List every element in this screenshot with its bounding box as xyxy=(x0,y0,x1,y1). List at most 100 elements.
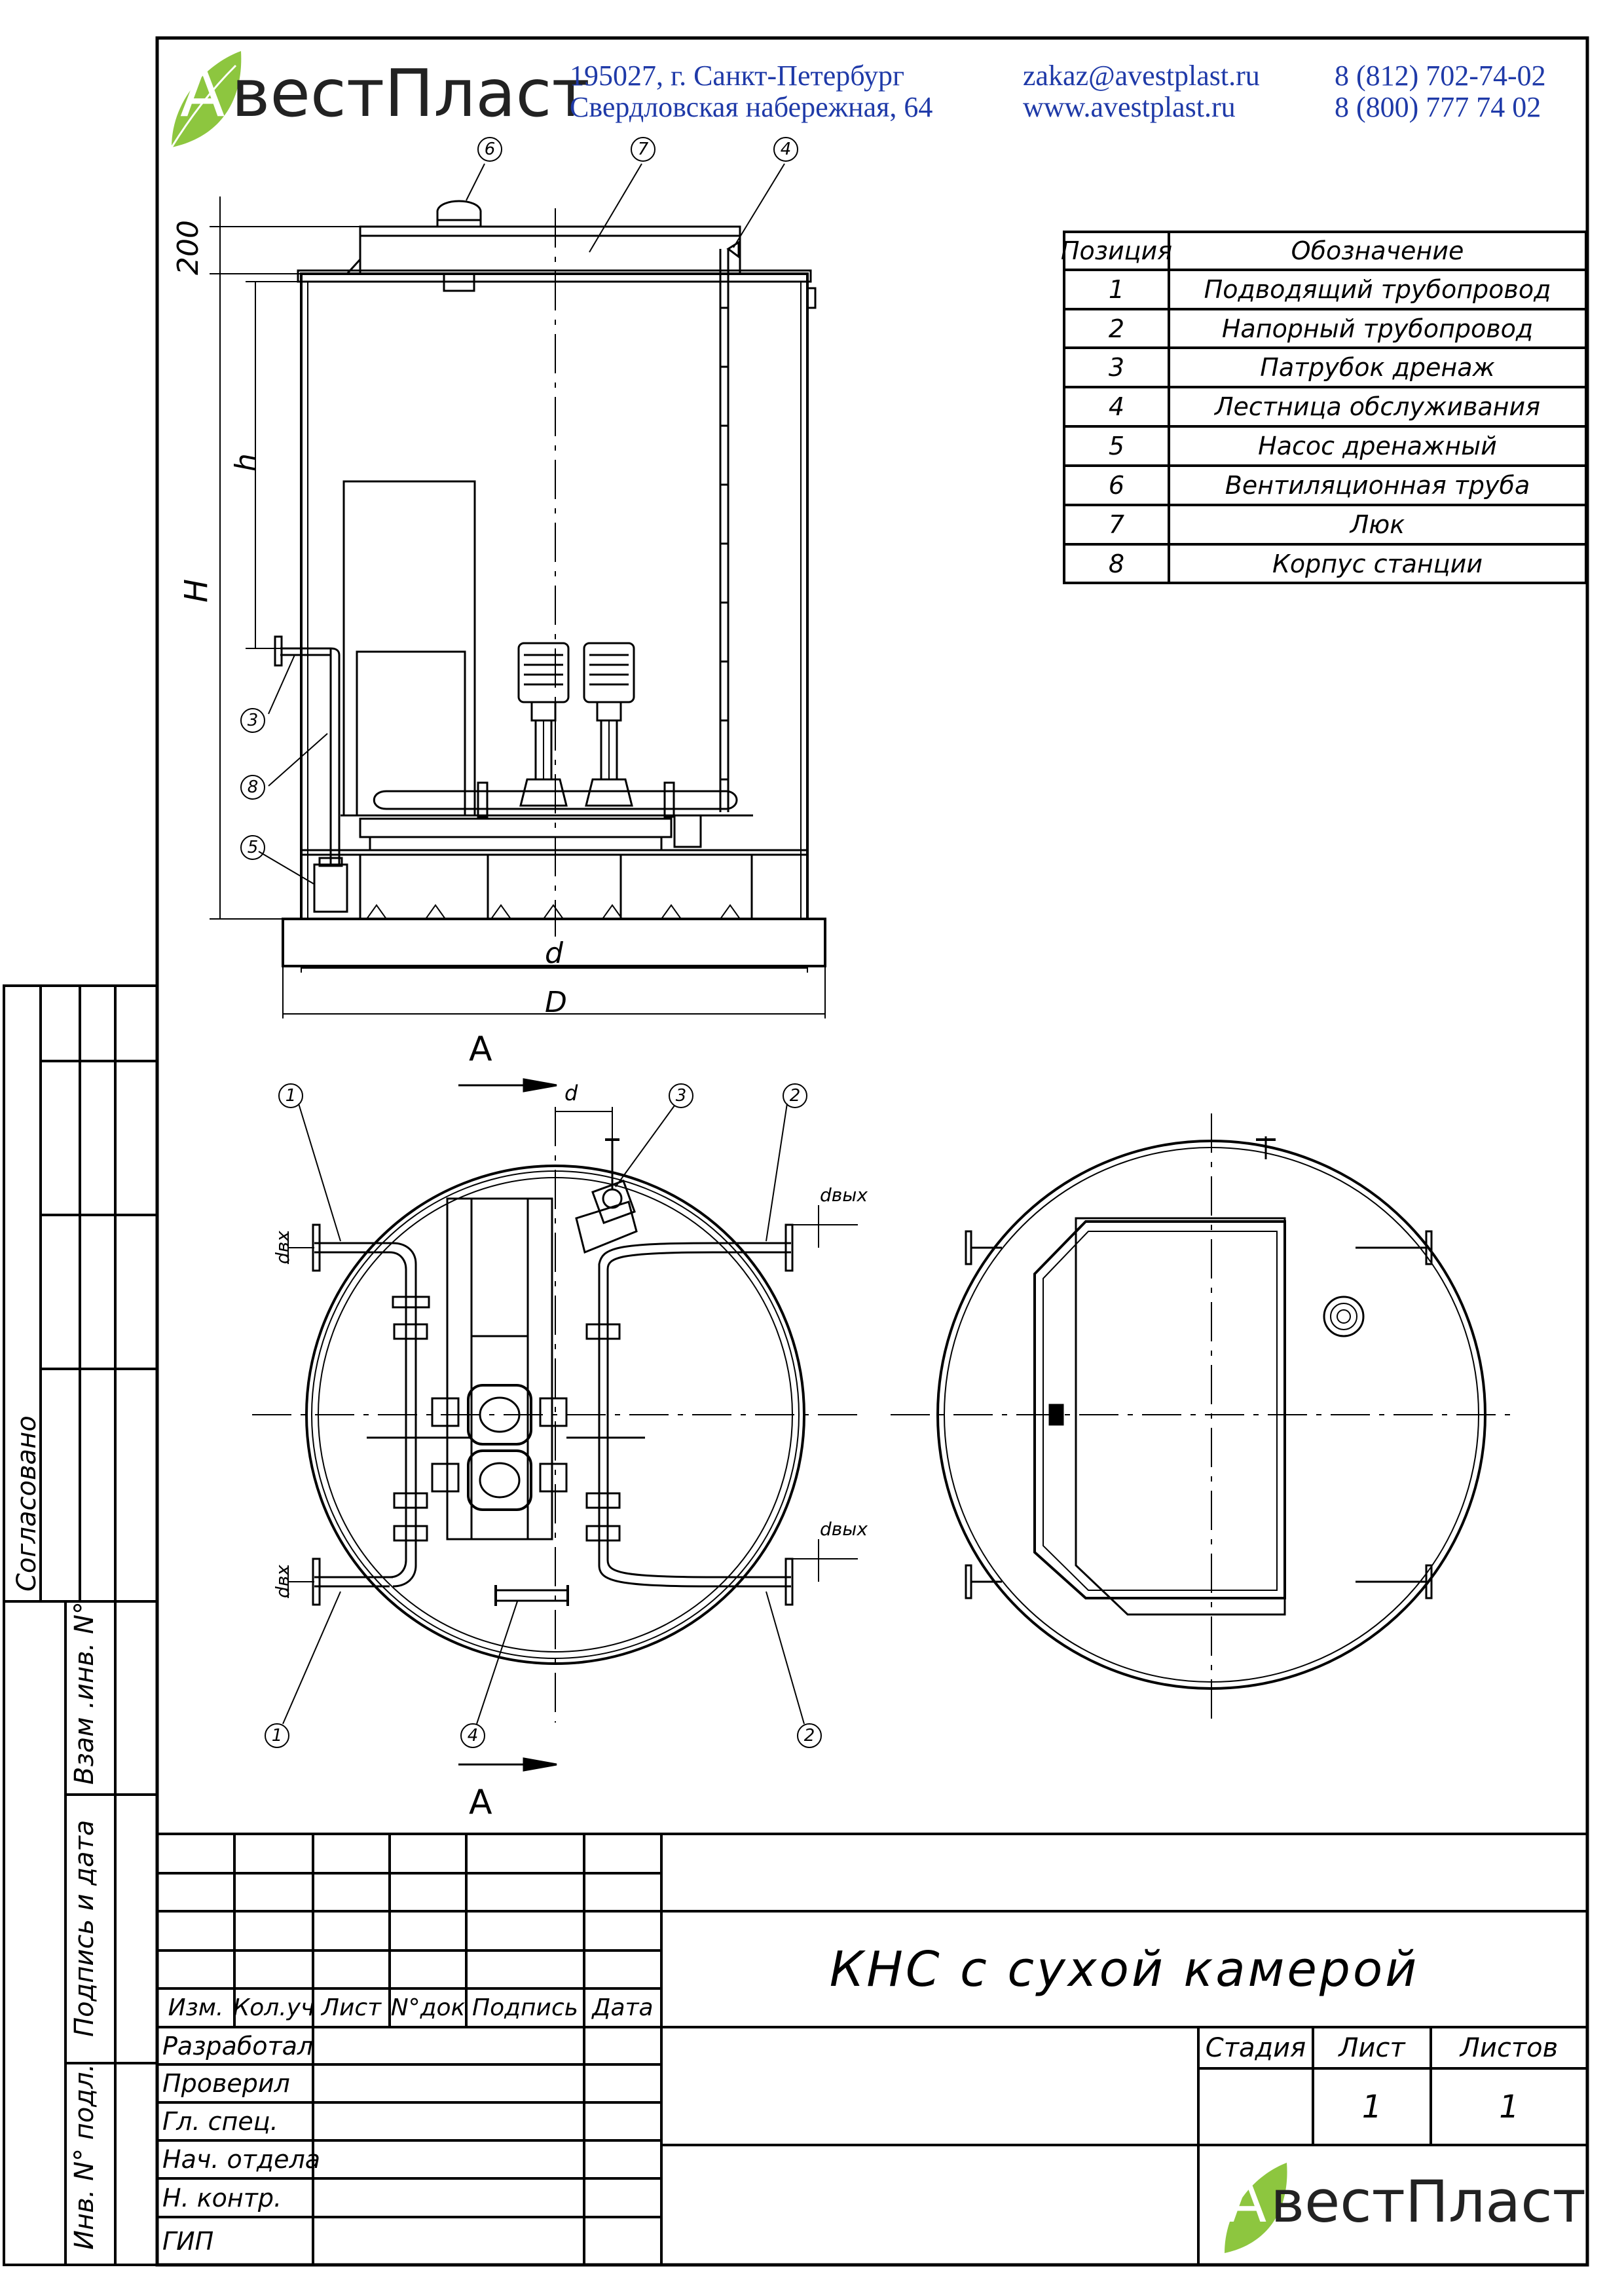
role-gl-spec: Гл. спец. xyxy=(162,2107,278,2136)
sheets-label: Листов xyxy=(1460,2032,1559,2063)
role-razrabotal: Разработал xyxy=(162,2031,314,2061)
callout-5: 5 xyxy=(247,838,259,857)
elevation-dimensions xyxy=(210,196,826,1018)
spec-row-pos: 1 xyxy=(1108,275,1125,304)
spec-row-pos: 2 xyxy=(1108,314,1125,343)
foundation-slab xyxy=(282,918,826,967)
outlet-pipes xyxy=(585,1223,794,1606)
logo-letter-title: А xyxy=(1227,2168,1267,2235)
dim-d-out-bottom: dвых xyxy=(820,1518,868,1540)
callout-6: 6 xyxy=(484,140,496,159)
phone-1: 8 (812) 702-74-02 xyxy=(1335,60,1546,92)
logo-leaf-title xyxy=(1225,2163,1287,2253)
role-proveril: Проверил xyxy=(162,2069,290,2098)
dim-d-out-top: dвых xyxy=(820,1184,868,1206)
website-link[interactable]: www.avestplast.ru xyxy=(1023,91,1236,123)
callout-1: 1 xyxy=(285,1086,297,1106)
pump-heads-plan xyxy=(367,1384,645,1511)
drain-nozzle xyxy=(575,1138,638,1254)
spec-row-pos: 6 xyxy=(1108,471,1125,500)
hatch-plate-plan xyxy=(1033,1220,1286,1599)
side-inv-orig: Инв. N° подл. xyxy=(69,2063,100,2250)
dim-d-in-bottom: dвх xyxy=(272,1565,293,1598)
phone-2: 8 (800) 777 74 02 xyxy=(1335,91,1541,123)
side-stamp-grid xyxy=(3,984,158,2266)
spec-row-name: Корпус станции xyxy=(1272,549,1483,578)
spec-row-pos: 4 xyxy=(1108,392,1125,421)
callout-1: 1 xyxy=(271,1726,283,1745)
logo-leaf-header xyxy=(170,51,242,148)
elevation-view xyxy=(210,163,826,1018)
pump-frame xyxy=(446,1197,553,1540)
callout-4: 4 xyxy=(780,140,792,159)
pump-right xyxy=(583,642,635,807)
spec-row-name: Насос дренажный xyxy=(1258,432,1497,460)
side-sign-date: Подпись и дата xyxy=(69,1819,100,2037)
spec-row-name: Подводящий трубопровод xyxy=(1204,275,1551,304)
spec-header-pos: Позиция xyxy=(1060,236,1173,265)
spec-header-name: Обозначение xyxy=(1291,236,1464,265)
role-n-kontr: Н. контр. xyxy=(162,2183,282,2212)
dim-D: D xyxy=(545,986,567,1019)
title-block-grid xyxy=(156,1833,1589,2266)
section-label-bottom: А xyxy=(469,1783,492,1822)
inlet-pipes xyxy=(312,1223,430,1606)
callout-2: 2 xyxy=(789,1086,801,1106)
col-podpis: Подпись xyxy=(472,1994,578,2021)
plan-outer-circle xyxy=(305,1165,805,1665)
callout-3: 3 xyxy=(675,1086,687,1106)
spec-row-name: Напорный трубопровод xyxy=(1221,314,1534,343)
sheets-value: 1 xyxy=(1499,2088,1519,2125)
side-agreed: Согласовано xyxy=(12,1415,42,1592)
logo-wordmark-title: АвестПласт xyxy=(1227,2168,1586,2235)
callout-circles xyxy=(240,137,822,1748)
top-outer-circle xyxy=(936,1140,1486,1690)
spec-row-pos: 7 xyxy=(1108,510,1125,539)
drawing-title: КНС с сухой камерой xyxy=(829,1941,1420,1998)
pump-platform xyxy=(359,817,673,838)
callout-4: 4 xyxy=(467,1726,479,1745)
callout-8: 8 xyxy=(247,777,259,797)
callout-7: 7 xyxy=(637,140,649,159)
callout-3: 3 xyxy=(247,711,259,730)
spec-row-name: Вентиляционная труба xyxy=(1225,471,1530,500)
col-izm: Изм. xyxy=(168,1994,224,2021)
spec-row-pos: 5 xyxy=(1108,432,1125,460)
logo-text: вестПласт xyxy=(231,55,590,132)
col-kol: Кол.уч xyxy=(232,1994,315,2021)
spec-table-grid xyxy=(1063,231,1587,584)
ladder-plan xyxy=(494,1589,569,1602)
col-list: Лист xyxy=(321,1994,382,2021)
sheet-value: 1 xyxy=(1361,2088,1382,2125)
sheet-label: Лист xyxy=(1338,2032,1405,2063)
spec-row-name: Люк xyxy=(1350,510,1405,539)
drain-pump xyxy=(313,863,348,913)
email-link[interactable]: zakaz@avestplast.ru xyxy=(1023,60,1260,92)
dim-h: h xyxy=(229,453,263,472)
section-label-top: А xyxy=(469,1030,492,1069)
hatch-cover xyxy=(359,225,741,237)
dim-d: d xyxy=(545,937,563,970)
stage-label: Стадия xyxy=(1205,2032,1306,2063)
logo-letter: А xyxy=(180,55,225,132)
callout-2: 2 xyxy=(803,1726,815,1745)
dim-200: 200 xyxy=(172,220,205,275)
role-gip: ГИП xyxy=(162,2226,214,2256)
address-line-1: 195027, г. Санкт-Петербург xyxy=(570,60,905,92)
spec-row-pos: 3 xyxy=(1108,353,1125,382)
plan-view xyxy=(252,1078,861,1772)
pump-left xyxy=(517,642,570,807)
spec-row-pos: 8 xyxy=(1108,549,1125,578)
role-nach-otdela: Нач. отдела xyxy=(162,2145,321,2174)
logo-text-title: вестПласт xyxy=(1270,2168,1586,2235)
col-data: Дата xyxy=(592,1994,654,2021)
control-cabinet-tall xyxy=(342,480,476,817)
col-ndok: N°док xyxy=(390,1994,466,2021)
spec-row-name: Лестница обслуживания xyxy=(1214,392,1541,421)
top-view xyxy=(891,1113,1519,1723)
vent-pipe xyxy=(436,200,482,228)
dim-d-in-top: dвх xyxy=(272,1231,293,1264)
